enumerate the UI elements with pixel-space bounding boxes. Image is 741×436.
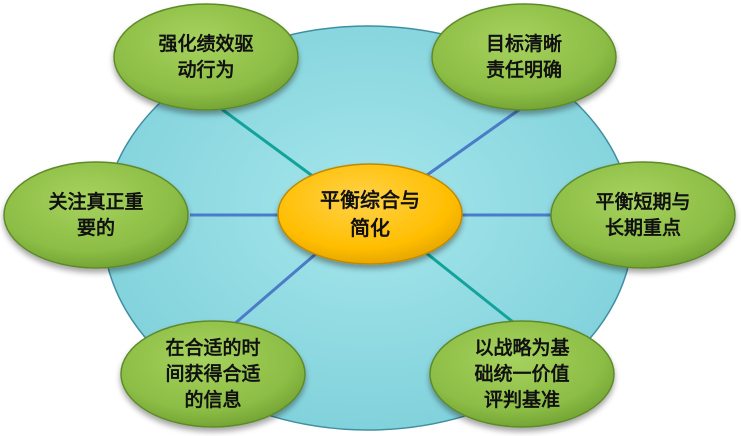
node-top-left bbox=[113, 3, 299, 111]
node-bottom-left bbox=[120, 320, 306, 428]
node-top-right bbox=[431, 3, 617, 111]
connector-bottom-right bbox=[424, 250, 524, 332]
node-mid-right bbox=[550, 161, 736, 269]
connector-top-right bbox=[419, 100, 531, 182]
center-node bbox=[277, 163, 463, 265]
connector-top-left bbox=[211, 100, 319, 182]
node-mid-left bbox=[3, 161, 189, 269]
node-bottom-right bbox=[429, 320, 615, 428]
